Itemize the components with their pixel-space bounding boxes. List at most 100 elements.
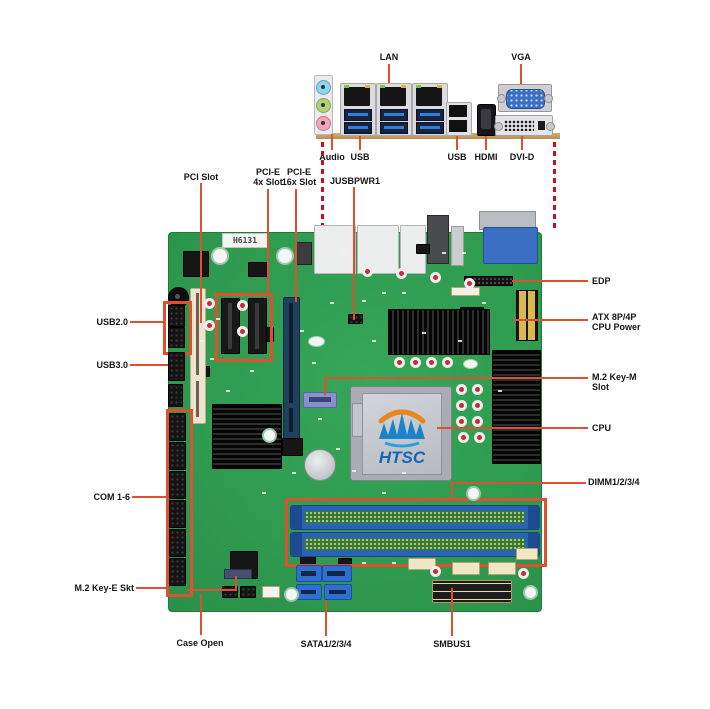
hdmi-leader-line <box>485 136 487 150</box>
svg-text:HTSC: HTSC <box>379 448 426 467</box>
onboard-small-port <box>451 226 464 266</box>
m2-key-e-slot <box>224 569 252 579</box>
ic-chip <box>248 262 268 277</box>
dvid-screw-left <box>494 122 503 131</box>
label-lan: LAN <box>379 52 399 62</box>
usb2-port <box>449 105 467 117</box>
onboard-lan-usb-2 <box>357 225 399 274</box>
label-edp: EDP <box>592 276 611 286</box>
m2m-leader <box>324 377 588 379</box>
label-vga: VGA <box>511 52 531 62</box>
label-usb-right: USB <box>447 152 467 162</box>
sata-port-4 <box>324 584 352 600</box>
label-smbus: SMBUS1 <box>433 639 471 649</box>
lan-usb-stack-3 <box>412 83 448 136</box>
sata-port-3 <box>296 584 322 600</box>
sata-leader <box>325 600 327 636</box>
onboard-vga-body <box>483 227 538 264</box>
sata-port-1 <box>322 565 352 582</box>
lan-led-amber <box>437 85 442 88</box>
onboard-lan-usb-1 <box>314 225 356 274</box>
dimm-latch-left <box>291 533 302 556</box>
pcie-x4-highlight-box <box>215 293 273 362</box>
front-panel-header <box>168 384 183 407</box>
io-bracket-shelf <box>316 133 560 139</box>
atx-leader <box>513 319 588 321</box>
vga-face <box>506 89 545 109</box>
label-jusbpwr: JUSBPWR1 <box>330 176 381 186</box>
wafer-connector <box>516 548 538 560</box>
pci-slot-groove <box>196 293 199 375</box>
oval-pad <box>308 336 325 347</box>
vga-screw-left <box>497 94 506 103</box>
dvid-pins <box>504 120 534 131</box>
label-case-open: Case Open <box>176 638 224 648</box>
label-com: COM 1-6 <box>93 492 130 502</box>
cpu-power-8pin <box>516 290 538 341</box>
cpu-leader <box>437 427 588 429</box>
com-header <box>169 442 186 470</box>
com-header <box>169 500 186 528</box>
m2e-leader-ext <box>187 589 237 591</box>
lan-port <box>416 87 442 106</box>
jusbpwr-leader <box>353 187 355 320</box>
silkscreen-specks <box>200 340 204 342</box>
lan-leader-line <box>388 64 390 90</box>
m2-key-m-slot <box>303 392 337 408</box>
usb-right-leader-line <box>456 136 458 150</box>
lan-port <box>344 87 370 106</box>
lan-led-amber <box>365 85 370 88</box>
usb2-stack <box>446 102 472 136</box>
pcie-groove <box>228 303 232 349</box>
label-cpu: CPU <box>592 423 612 433</box>
dvid-leader-line <box>521 136 523 150</box>
dashed-line-right <box>553 142 556 232</box>
audio-leader-line <box>331 134 333 150</box>
onboard-hdmi <box>427 215 449 264</box>
usb3-port <box>416 122 444 134</box>
htsc-logo: HTSC <box>378 409 426 467</box>
lan-led-amber <box>401 85 406 88</box>
pci-slot-leader <box>200 183 202 323</box>
lan-led-green <box>416 85 421 88</box>
dimm-slot-2 <box>290 532 540 557</box>
oval-pad <box>463 359 478 369</box>
dimm-key-strip <box>305 511 525 523</box>
com-header <box>169 413 186 441</box>
pcie-x4-slot-1 <box>221 298 240 354</box>
usb3-header <box>168 352 185 381</box>
pci-slot-groove <box>196 381 199 417</box>
label-m2-key-e: M.2 Key-E Skt <box>74 583 134 593</box>
dimm-latch-right <box>528 533 539 556</box>
wafer-connector <box>452 562 480 575</box>
pcie16-leader <box>295 189 297 302</box>
wafer-connector <box>488 562 516 575</box>
pcie-groove <box>255 303 259 349</box>
usb3-port <box>416 109 444 121</box>
usb3-port <box>380 122 408 134</box>
m2m-leader-vert <box>324 377 326 395</box>
m2-notch <box>309 397 331 402</box>
usb-left-leader-line <box>359 136 361 150</box>
mounting-hole <box>523 585 538 600</box>
dashed-line-left <box>321 142 324 278</box>
com-highlight-box <box>166 409 193 597</box>
mounting-hole <box>466 486 481 501</box>
pcie-x16-slot <box>283 297 300 440</box>
dimm-leader <box>451 482 586 484</box>
vrm-heatsink-top <box>388 309 490 355</box>
label-dimm: DIMM1/2/3/4 <box>588 477 640 487</box>
lan-led-green <box>344 85 349 88</box>
dvid-blade <box>538 121 545 130</box>
usb2-port <box>449 120 467 132</box>
jusbpwr-header <box>348 314 363 324</box>
dimm-highlight-box <box>285 498 547 567</box>
round-pad <box>211 247 229 265</box>
usb30-leader <box>130 364 168 366</box>
vga-leader-line <box>520 64 522 86</box>
wafer-connector <box>408 558 436 570</box>
usb3-port <box>344 109 372 121</box>
